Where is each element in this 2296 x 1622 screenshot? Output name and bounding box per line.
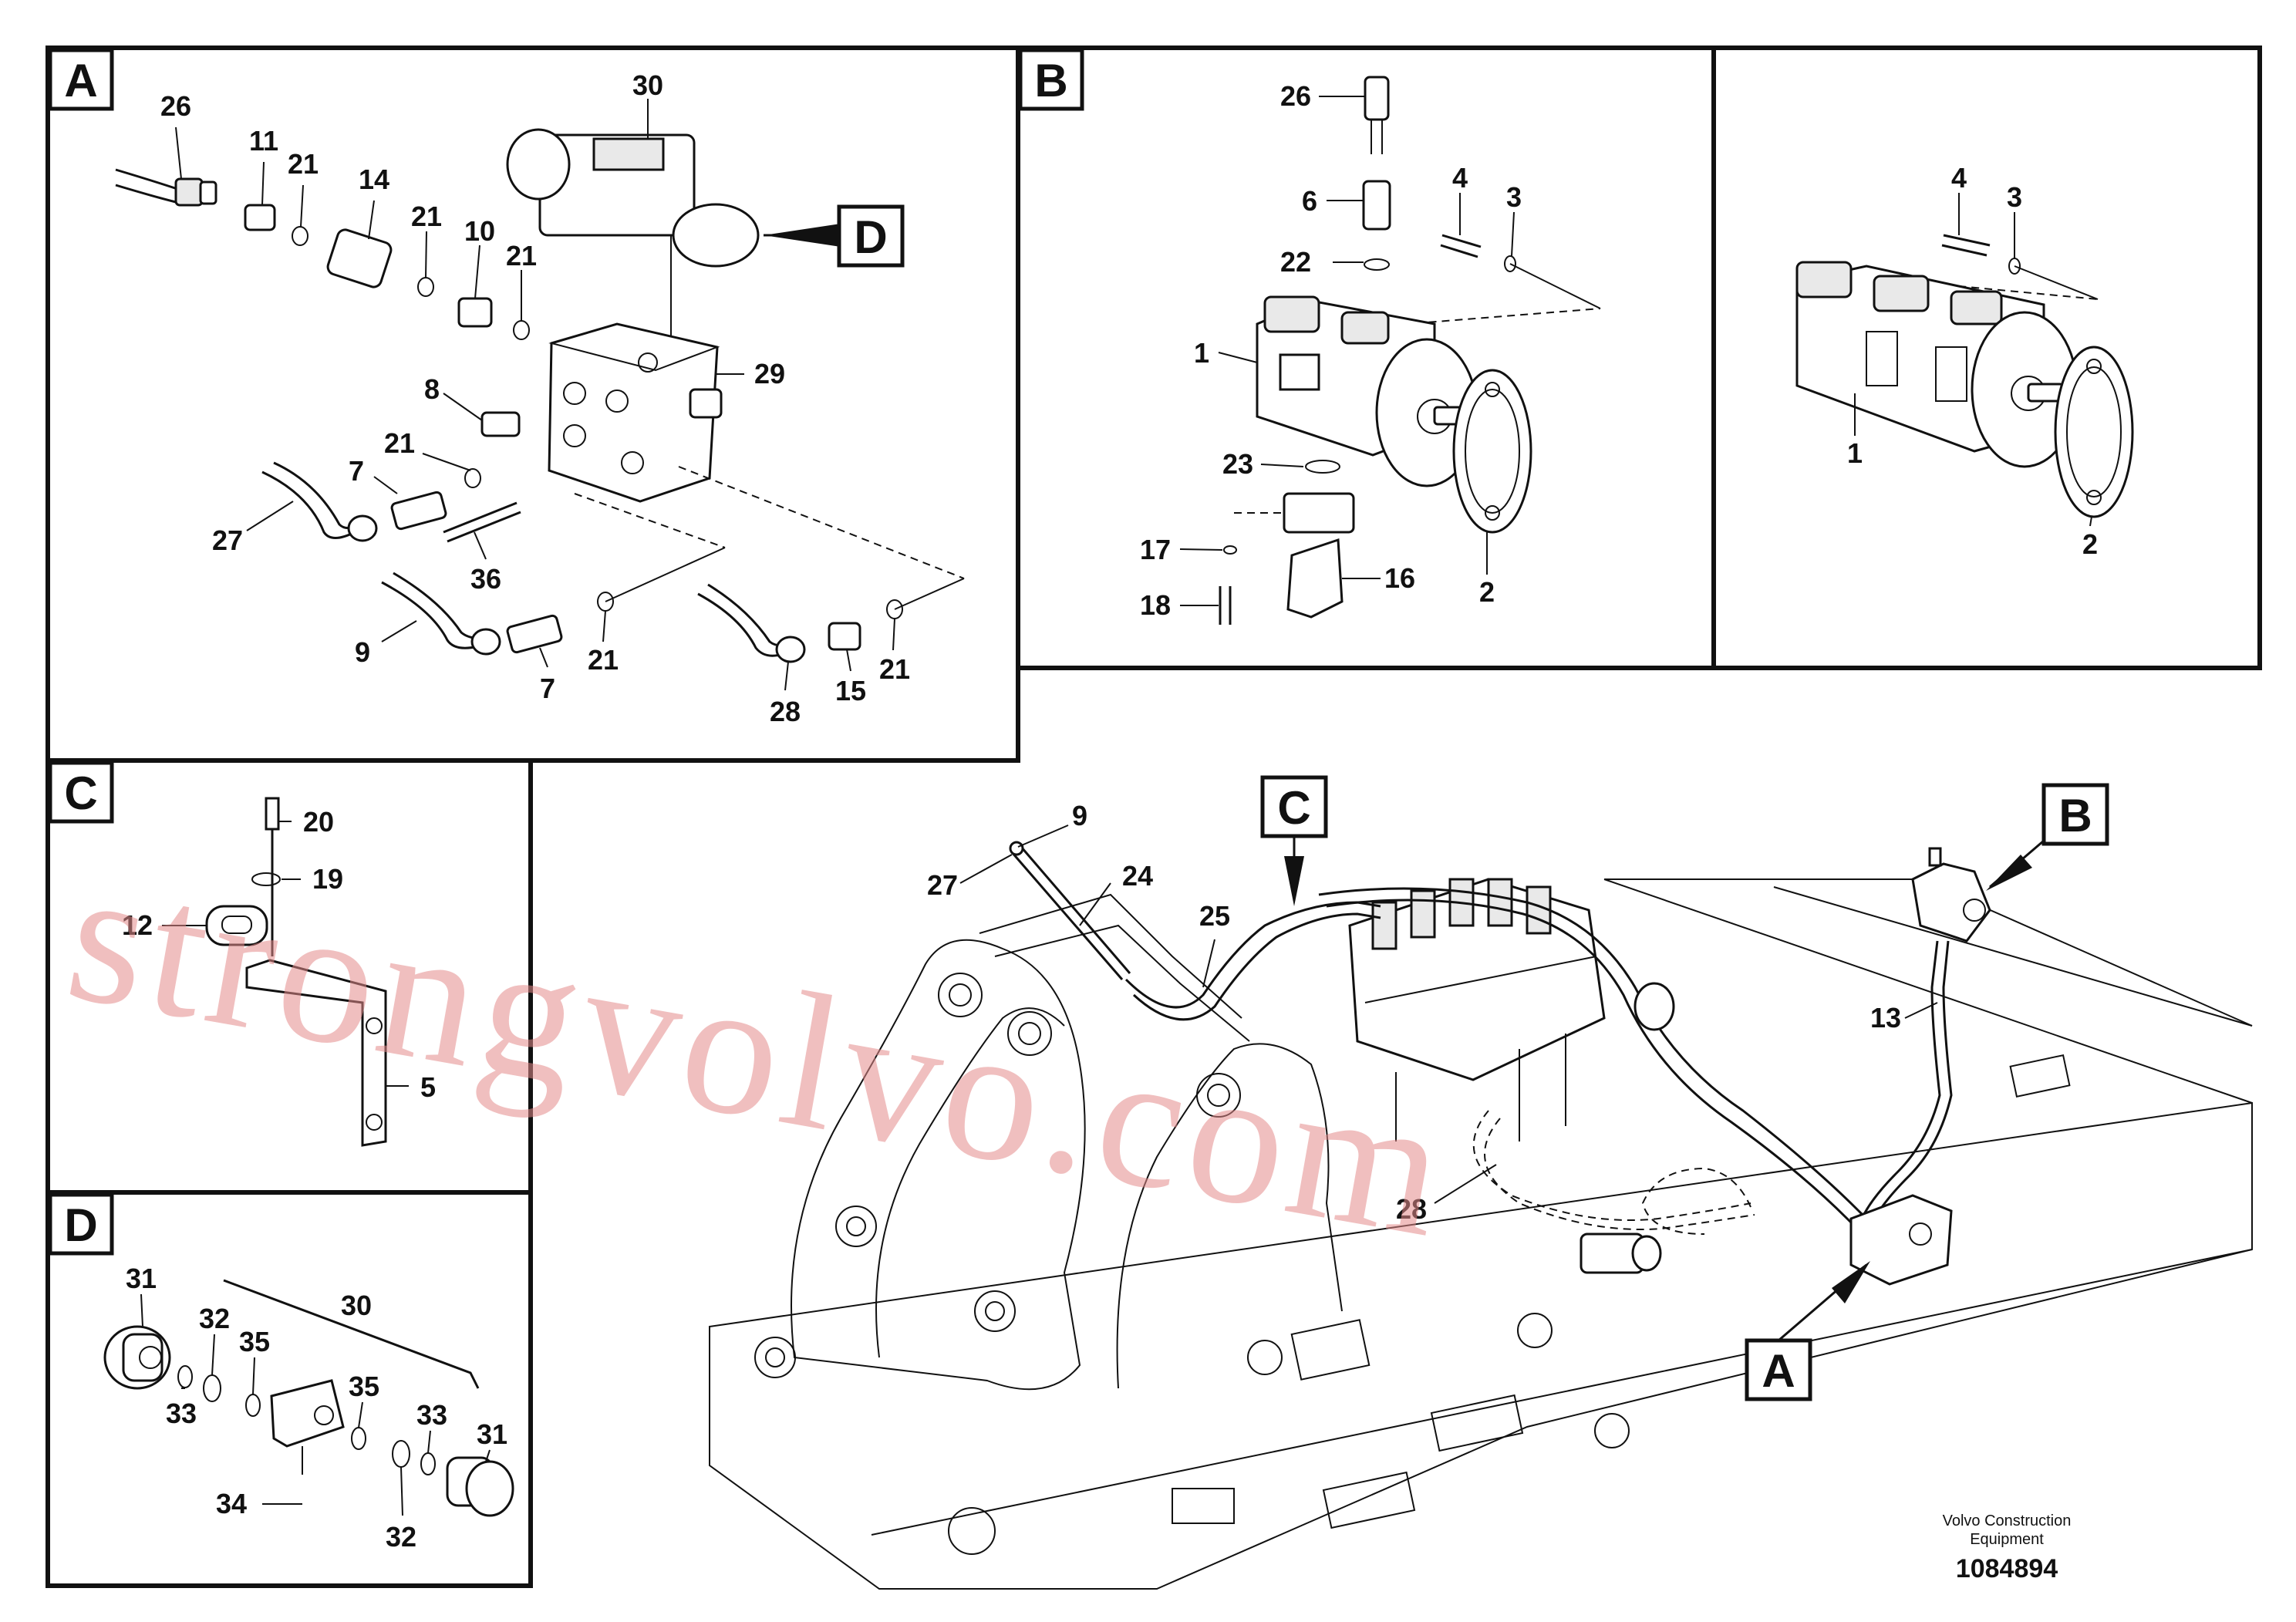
svg-text:4: 4	[1452, 162, 1468, 194]
svg-text:C: C	[64, 767, 97, 819]
svg-text:B: B	[2058, 790, 2092, 841]
main-ref-box-c: C	[1260, 775, 1328, 906]
svg-text:18: 18	[1140, 589, 1171, 621]
svg-text:3: 3	[2007, 181, 2022, 213]
svg-text:D: D	[64, 1199, 97, 1251]
svg-text:26: 26	[160, 90, 191, 122]
svg-text:10: 10	[464, 215, 495, 247]
svg-text:11: 11	[249, 125, 278, 157]
svg-text:6: 6	[1302, 185, 1317, 217]
svg-text:5: 5	[420, 1071, 436, 1103]
panel-a-callouts: 26 11 21 14 21 10 21 30 29 8 21 7 27 36 …	[160, 69, 910, 727]
svg-text:19: 19	[312, 863, 343, 895]
watermark: strongvolvo.com	[54, 826, 1464, 1279]
main-callouts: 9 27 24 25 13 28	[927, 800, 1938, 1225]
svg-text:21: 21	[384, 427, 415, 459]
drawing-credit: Volvo Construction Equipment 1084894	[1943, 1512, 2072, 1583]
svg-text:9: 9	[355, 636, 370, 668]
main-ref-box-b: B	[1986, 783, 2109, 891]
svg-text:14: 14	[359, 164, 389, 195]
svg-text:C: C	[1277, 782, 1310, 834]
svg-text:33: 33	[416, 1399, 447, 1431]
panel-c-callouts: 20 19 12 5	[122, 806, 436, 1103]
panel-b-drawing	[1219, 76, 1601, 625]
svg-text:35: 35	[349, 1371, 379, 1402]
svg-text:1: 1	[1847, 437, 1863, 469]
svg-text:28: 28	[1396, 1193, 1427, 1225]
panel-b2-callouts: 4 3 1 2	[1847, 162, 2098, 560]
drawing-number: 1084894	[1956, 1554, 2058, 1583]
svg-text:36: 36	[470, 563, 501, 595]
svg-text:A: A	[64, 55, 97, 106]
svg-text:29: 29	[754, 358, 785, 389]
svg-text:1: 1	[1194, 337, 1209, 369]
svg-text:24: 24	[1122, 860, 1153, 892]
svg-text:8: 8	[424, 373, 440, 405]
svg-text:17: 17	[1140, 534, 1171, 565]
panel-b-callouts: 26 6 22 1 4 3 23 17 18 16 2	[1140, 80, 1522, 621]
svg-text:B: B	[1034, 55, 1067, 106]
svg-text:Volvo Construction: Volvo Construction	[1943, 1512, 2072, 1529]
svg-text:16: 16	[1384, 562, 1415, 594]
panel-b2-drawing	[1795, 234, 2134, 518]
svg-text:2: 2	[2082, 528, 2098, 560]
svg-text:26: 26	[1280, 80, 1311, 112]
svg-text:30: 30	[341, 1290, 372, 1321]
panel-d-frame	[46, 1190, 533, 1588]
svg-text:4: 4	[1951, 162, 1967, 194]
svg-text:27: 27	[212, 524, 243, 556]
svg-text:A: A	[1762, 1345, 1795, 1397]
svg-text:21: 21	[411, 201, 442, 232]
svg-text:9: 9	[1072, 800, 1087, 831]
panel-a-detail-ref-d: D	[764, 204, 905, 268]
svg-text:15: 15	[835, 675, 866, 706]
panel-b-tag: B	[1018, 48, 1084, 111]
svg-text:32: 32	[386, 1521, 416, 1553]
svg-text:32: 32	[199, 1303, 230, 1334]
main-machine-frame-view	[709, 841, 2253, 1590]
svg-text:Equipment: Equipment	[1970, 1531, 2044, 1548]
svg-text:30: 30	[632, 69, 663, 101]
panel-c-drawing	[205, 797, 387, 1147]
panel-c-tag: C	[48, 760, 114, 824]
svg-text:35: 35	[239, 1326, 270, 1357]
panel-d-callouts: 31 32 35 30 33 35 33 31 34 32	[126, 1263, 507, 1553]
svg-text:22: 22	[1280, 246, 1311, 278]
panel-d-drawing	[103, 1279, 514, 1517]
svg-text:34: 34	[216, 1488, 247, 1519]
svg-text:28: 28	[770, 696, 801, 727]
svg-text:33: 33	[166, 1398, 197, 1429]
svg-text:21: 21	[588, 644, 619, 676]
svg-text:D: D	[854, 211, 887, 263]
svg-text:2: 2	[1479, 576, 1495, 608]
svg-text:21: 21	[879, 653, 910, 685]
panel-b2-frame	[1711, 46, 2262, 670]
svg-text:12: 12	[122, 909, 153, 941]
panel-a-tag: A	[48, 48, 114, 111]
svg-text:13: 13	[1870, 1002, 1901, 1034]
svg-text:25: 25	[1199, 900, 1230, 932]
svg-text:31: 31	[477, 1418, 507, 1450]
main-ref-box-a: A	[1745, 1261, 1870, 1401]
svg-text:7: 7	[349, 455, 364, 487]
svg-text:3: 3	[1506, 181, 1522, 213]
svg-text:21: 21	[288, 148, 319, 180]
svg-text:23: 23	[1222, 448, 1253, 480]
svg-text:7: 7	[540, 673, 555, 704]
svg-text:27: 27	[927, 869, 958, 901]
panel-d-tag: D	[48, 1192, 114, 1256]
panel-a-drawing	[115, 128, 965, 663]
svg-text:20: 20	[303, 806, 334, 838]
svg-text:31: 31	[126, 1263, 157, 1294]
svg-text:21: 21	[506, 240, 537, 271]
